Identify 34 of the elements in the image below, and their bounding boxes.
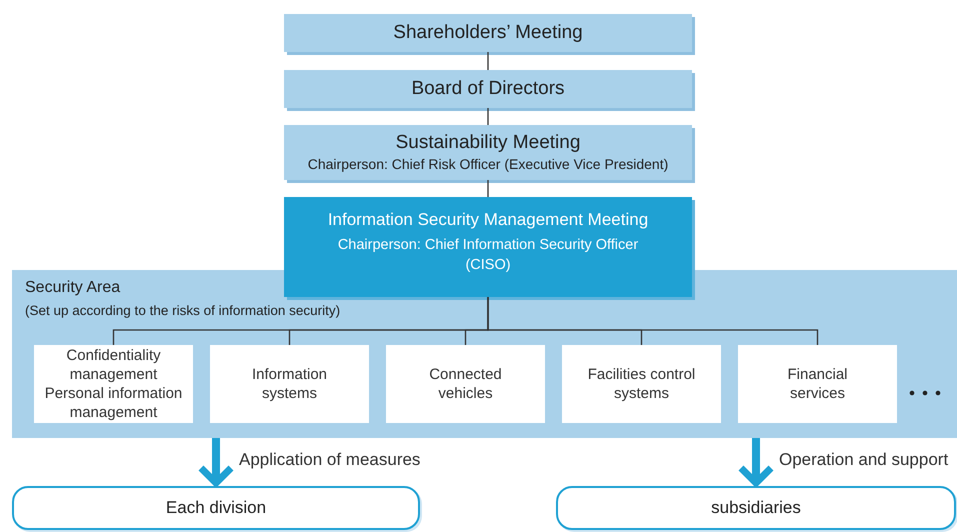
organization-box <box>12 486 420 530</box>
connector-line <box>487 52 489 70</box>
domain-box <box>562 345 721 423</box>
domain-box <box>386 345 545 423</box>
box-title: Board of Directors <box>411 77 565 101</box>
organization-box <box>556 486 956 530</box>
edge-label: Application of measures <box>238 450 422 470</box>
box-title: Security Area <box>25 278 122 298</box>
box-title: Connected vehicles <box>428 365 503 403</box>
box-subtitle: Chairperson: Chief Information Security Officer (CISO) <box>336 236 640 275</box>
area-panel <box>12 270 957 438</box>
edge-label: Operation and support <box>778 450 950 470</box>
box-title: Confidentiality management Personal information management <box>44 346 184 422</box>
box-title: Sustainability Meeting <box>396 131 580 155</box>
box-title: Each division <box>166 497 266 519</box>
connector-line <box>487 108 489 125</box>
box-title: Facilities control systems <box>586 365 696 403</box>
arrow <box>198 438 234 486</box>
domain-box <box>738 345 897 423</box>
connector-line <box>487 180 489 197</box>
committee-box <box>284 14 692 52</box>
box-subtitle: Chairperson: Chief Risk Officer (Executive Vice President) <box>308 154 668 174</box>
committee-box <box>284 197 692 297</box>
box-title: Information systems <box>250 365 328 403</box>
box-subtitle: (Set up according to the risks of information security) <box>25 302 342 320</box>
box-title: Information Security Management Meeting <box>328 209 648 230</box>
arrow <box>738 438 774 486</box>
box-title: Financial services <box>786 365 849 403</box>
committee-box <box>284 70 692 108</box>
box-title: subsidiaries <box>711 497 801 519</box>
connector-line <box>487 297 818 345</box>
committee-box <box>284 125 692 180</box>
box-title: Shareholders’ Meeting <box>393 21 583 45</box>
domain-box <box>210 345 369 423</box>
